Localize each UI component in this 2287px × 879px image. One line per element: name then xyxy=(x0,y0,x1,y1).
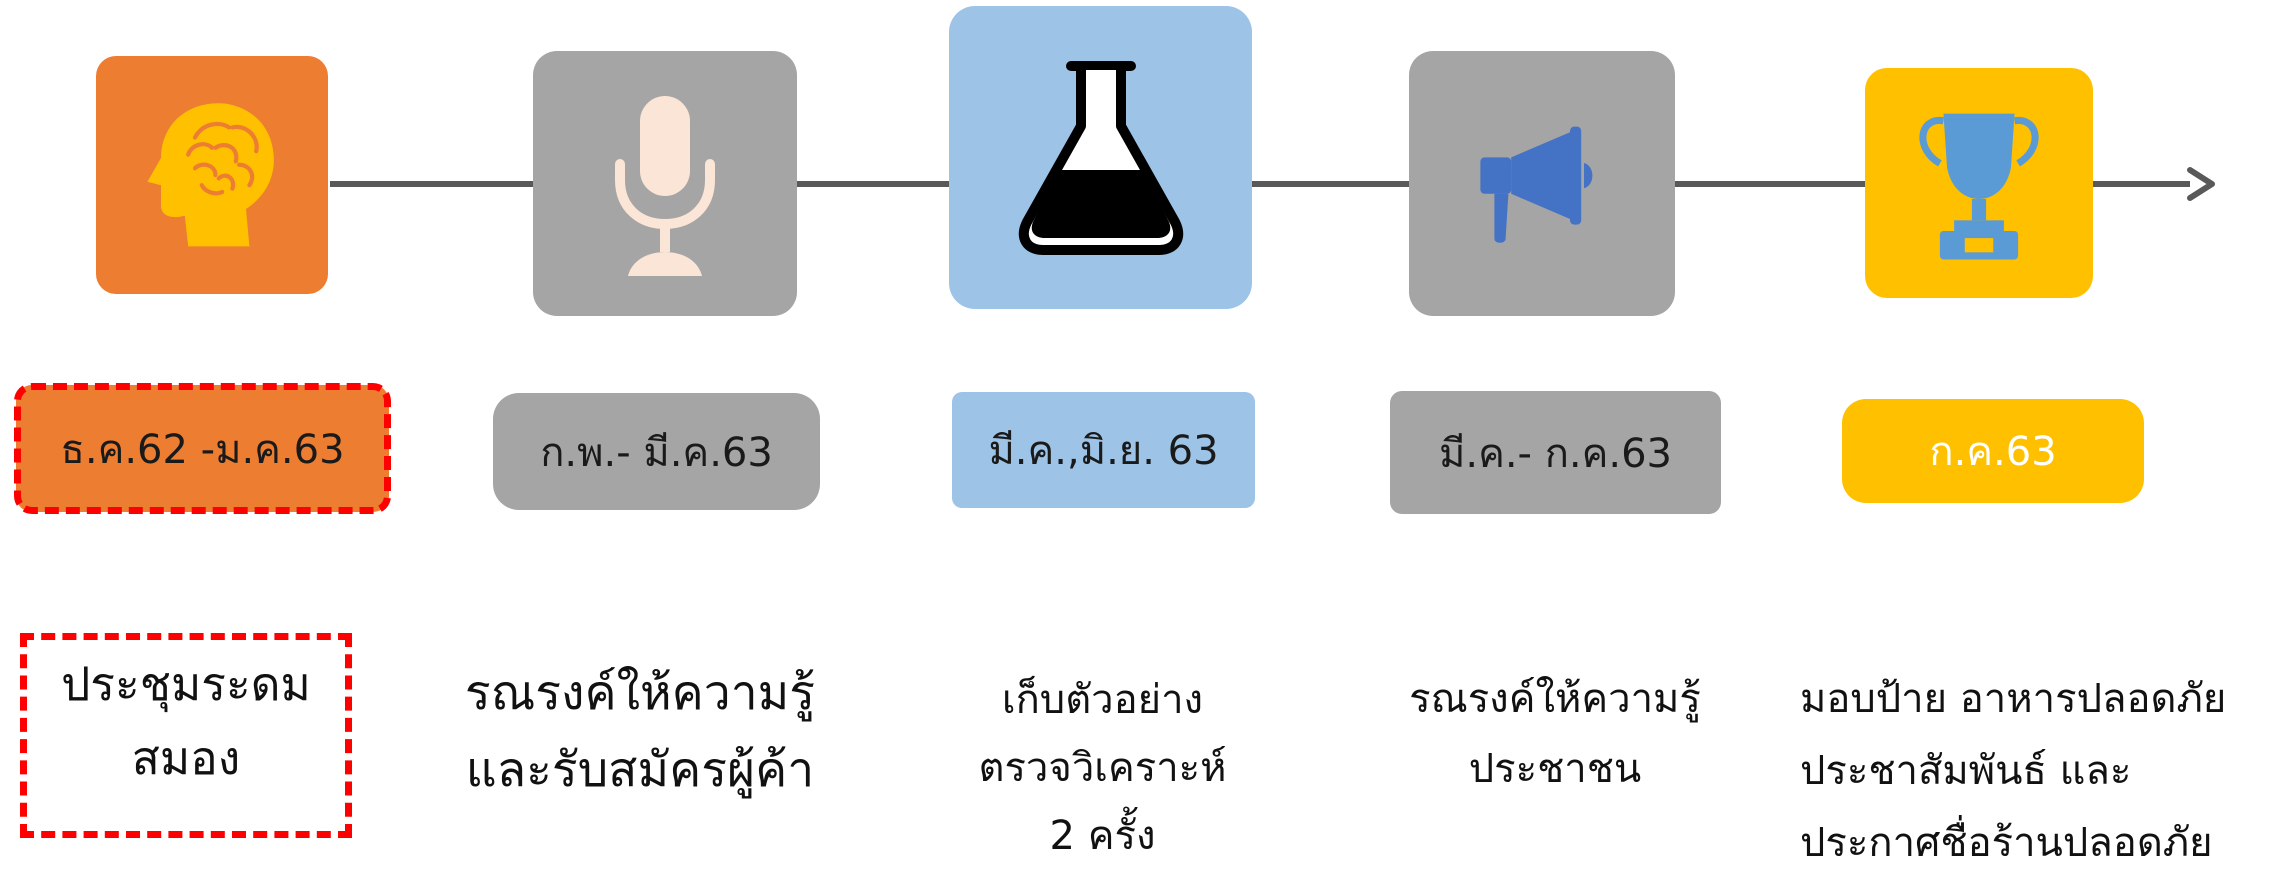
step-5-icon-box xyxy=(1865,68,2093,298)
step-2-date-pill: ก.พ.- มี.ค.63 xyxy=(493,393,820,510)
step-4-date: มี.ค.- ก.ค.63 xyxy=(1438,430,1672,477)
trophy-icon xyxy=(1919,113,2039,260)
step-4-date-pill: มี.ค.- ก.ค.63 xyxy=(1390,391,1721,514)
microphone-icon xyxy=(615,95,715,276)
step-3-desc-line-1: เก็บตัวอย่าง xyxy=(1001,677,1204,723)
timeline-arrow-icon xyxy=(2187,167,2215,201)
step-2-icon-box xyxy=(533,51,797,316)
step-2-description: รณรงค์ให้ความรู้ และรับสมัครผู้ค้า xyxy=(430,655,850,809)
step-1-date: ธ.ค.62 -ม.ค.63 xyxy=(60,426,345,473)
step-1-icon-box xyxy=(96,56,328,294)
step-5-date-pill: ก.ค.63 xyxy=(1842,399,2144,503)
step-3-description: เก็บตัวอย่าง ตรวจวิเคราะห์ 2 ครั้ง xyxy=(930,666,1275,870)
step-1-desc-line-2: สมอง xyxy=(131,730,241,785)
megaphone-icon xyxy=(1480,126,1593,243)
step-5-desc-line-3: ประกาศชื่อร้านปลอดภัย xyxy=(1800,820,2213,866)
step-5-desc-line-2: ประชาสัมพันธ์ และ xyxy=(1800,748,2132,794)
step-4-icon-box xyxy=(1409,51,1675,316)
step-1-description: ประชุมระดม สมอง xyxy=(20,648,352,795)
step-3-desc-line-3: 2 ครั้ง xyxy=(1049,813,1156,859)
step-3-desc-line-2: ตรวจวิเคราะห์ xyxy=(978,745,1227,791)
step-4-description: รณรงค์ให้ความรู้ ประชาชน xyxy=(1365,664,1745,804)
step-5-date: ก.ค.63 xyxy=(1929,429,2057,475)
timeline-line xyxy=(330,181,2190,187)
step-1-date-highlight xyxy=(14,383,391,514)
step-1-date-pill: ธ.ค.62 -ม.ค.63 xyxy=(16,385,389,512)
step-5-description: มอบป้าย อาหารปลอดภัย ประชาสัมพันธ์ และ ป… xyxy=(1800,663,2280,879)
step-2-desc-line-2: และรับสมัครผู้ค้า xyxy=(465,741,815,798)
step-3-date-pill: มี.ค.,มิ.ย. 63 xyxy=(952,392,1255,508)
step-1-desc-highlight xyxy=(20,633,352,838)
flask-icon xyxy=(1018,60,1183,255)
step-3-icon-box xyxy=(949,6,1252,309)
step-5-desc-line-1: มอบป้าย อาหารปลอดภัย xyxy=(1800,676,2227,722)
brain-head-icon xyxy=(147,103,274,247)
step-3-date: มี.ค.,มิ.ย. 63 xyxy=(988,428,1219,474)
step-4-desc-line-1: รณรงค์ให้ความรู้ xyxy=(1409,676,1701,722)
step-2-date: ก.พ.- มี.ค.63 xyxy=(540,429,773,476)
step-2-desc-line-1: รณรงค์ให้ความรู้ xyxy=(464,665,816,721)
step-4-desc-line-2: ประชาชน xyxy=(1468,746,1642,792)
step-1-desc-line-1: ประชุมระดม xyxy=(61,657,311,711)
